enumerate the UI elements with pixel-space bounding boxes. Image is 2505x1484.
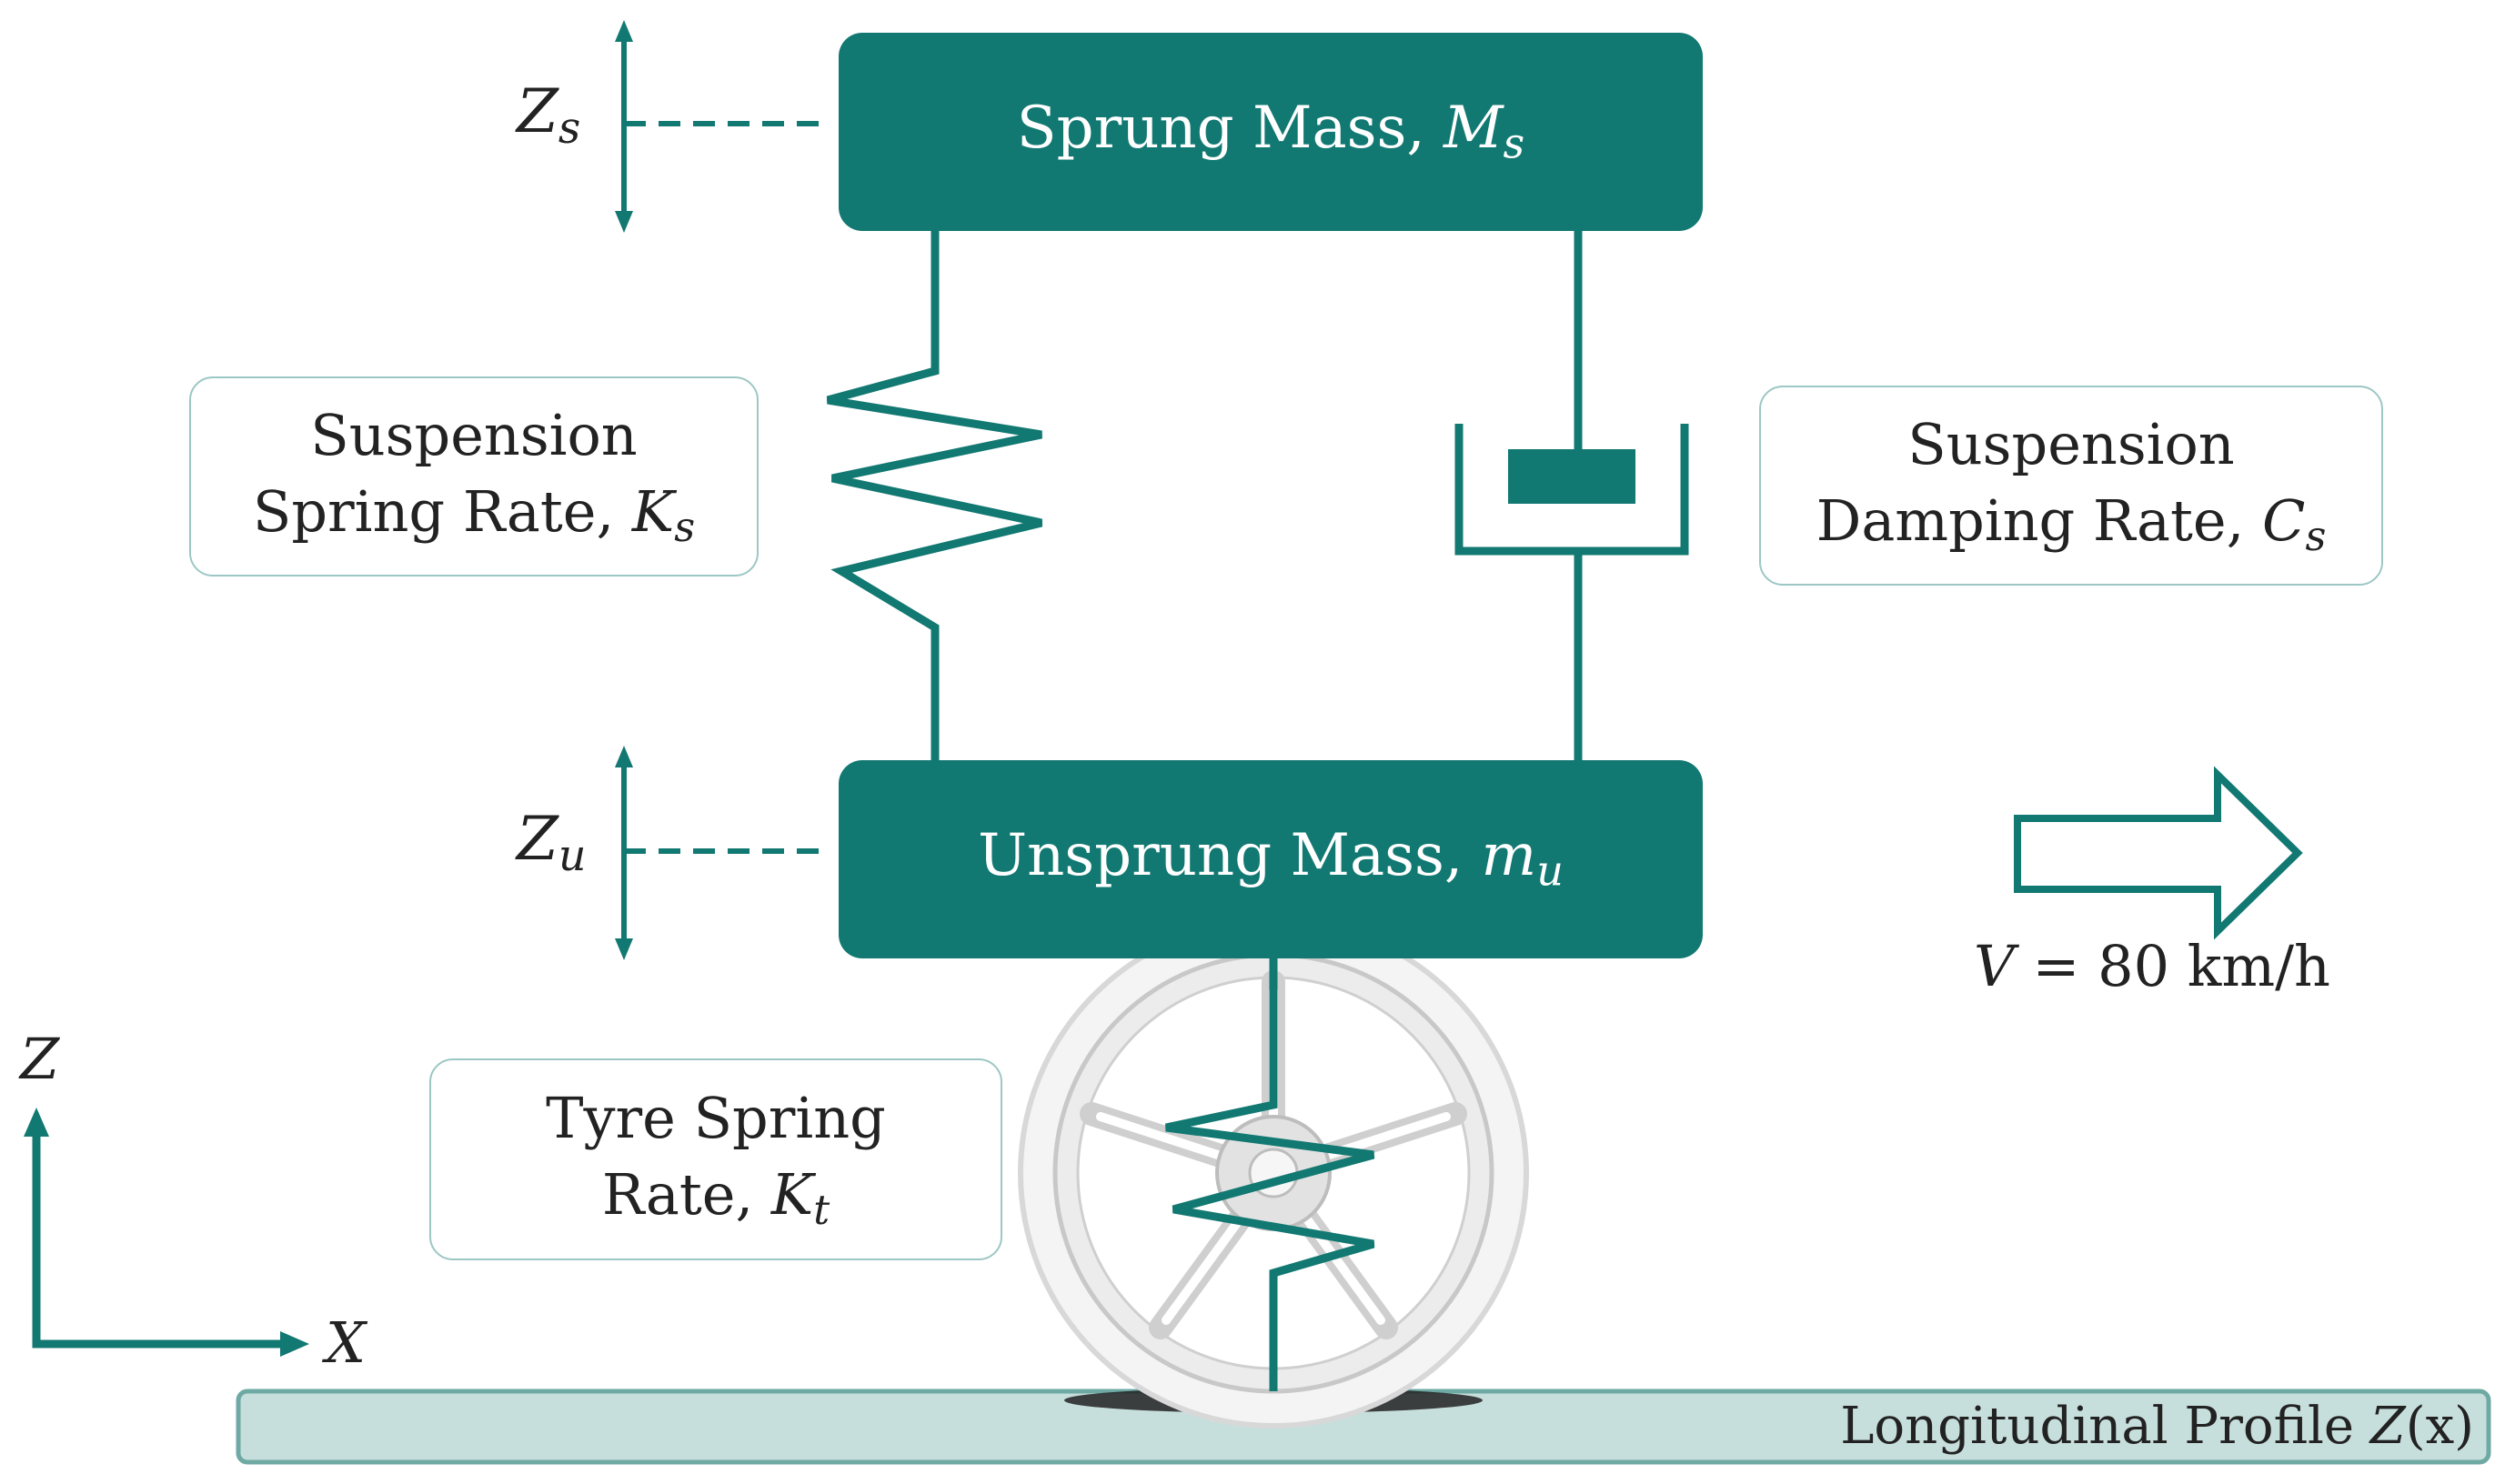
suspension-damping-line1: Suspension bbox=[1907, 411, 2235, 478]
velocity-label: V = 80 km/h bbox=[1974, 933, 2330, 999]
road-profile-symbol: Z bbox=[2369, 1397, 2406, 1456]
suspension-spring-line2: Spring Rate, bbox=[252, 478, 632, 546]
tyre-spring-callout: Tyre Spring Rate, Kt bbox=[429, 1058, 1002, 1260]
road-profile-text: Longitudinal Profile bbox=[1840, 1397, 2370, 1456]
z-axis-label: Z bbox=[20, 1026, 60, 1092]
sprung-mass-label: Sprung Mass, Ms bbox=[839, 95, 1703, 168]
suspension-damper bbox=[1454, 231, 1689, 760]
suspension-damping-line2-wrap: Damping Rate, Cs bbox=[1816, 483, 2327, 564]
tyre-spring-line2: Rate, bbox=[601, 1161, 771, 1228]
sprung-mass-subscript: s bbox=[1503, 118, 1525, 168]
velocity-value: = 80 km/h bbox=[2014, 933, 2330, 999]
zu-label: Zu bbox=[517, 804, 586, 881]
zu-symbol: Z bbox=[517, 804, 558, 874]
velocity-symbol: V bbox=[1974, 933, 2015, 999]
tyre-spring bbox=[1165, 958, 1375, 1391]
unsprung-mass-label: Unsprung Mass, mu bbox=[839, 822, 1703, 896]
hollow-right-arrow-icon bbox=[2014, 766, 2303, 940]
road-profile-arg: (x) bbox=[2405, 1397, 2474, 1456]
unsprung-mass-symbol: m bbox=[1481, 822, 1537, 889]
suspension-spring-subscript: s bbox=[674, 504, 696, 552]
suspension-spring bbox=[826, 231, 1043, 760]
coordinate-axes bbox=[24, 1108, 309, 1357]
zu-arrow bbox=[615, 746, 830, 960]
zs-label: Zs bbox=[517, 76, 580, 154]
sprung-mass-text: Sprung Mass, bbox=[1016, 95, 1444, 162]
zs-symbol: Z bbox=[517, 76, 558, 146]
suspension-damping-line2: Damping Rate, bbox=[1816, 487, 2263, 555]
sprung-mass-symbol: M bbox=[1444, 95, 1504, 162]
sprung-mass-block bbox=[839, 33, 1703, 231]
zu-subscript: u bbox=[558, 830, 587, 881]
suspension-spring-symbol: K bbox=[631, 478, 675, 546]
suspension-spring-callout: Suspension Spring Rate, Ks bbox=[189, 376, 759, 577]
unsprung-mass-block bbox=[839, 760, 1703, 958]
suspension-damping-symbol: C bbox=[2262, 487, 2306, 555]
damper-piston bbox=[1508, 449, 1635, 504]
suspension-spring-line2-wrap: Spring Rate, Ks bbox=[253, 474, 695, 555]
tyre-spring-subscript: t bbox=[813, 1187, 830, 1235]
tyre-spring-line1: Tyre Spring bbox=[546, 1085, 886, 1152]
zs-arrow bbox=[615, 20, 830, 233]
tyre-spring-line2-wrap: Rate, Kt bbox=[602, 1157, 830, 1238]
unsprung-mass-text: Unsprung Mass, bbox=[978, 822, 1482, 889]
suspension-damping-callout: Suspension Damping Rate, Cs bbox=[1759, 386, 2383, 586]
zs-subscript: s bbox=[558, 103, 581, 154]
x-axis-label: X bbox=[326, 1309, 367, 1376]
road-profile-label: Longitudinal Profile Z(x) bbox=[1840, 1397, 2474, 1456]
tyre-spring-symbol: K bbox=[770, 1161, 814, 1228]
unsprung-mass-subscript: u bbox=[1536, 846, 1564, 896]
suspension-spring-line1: Suspension bbox=[310, 402, 638, 469]
suspension-damping-subscript: s bbox=[2305, 513, 2327, 561]
